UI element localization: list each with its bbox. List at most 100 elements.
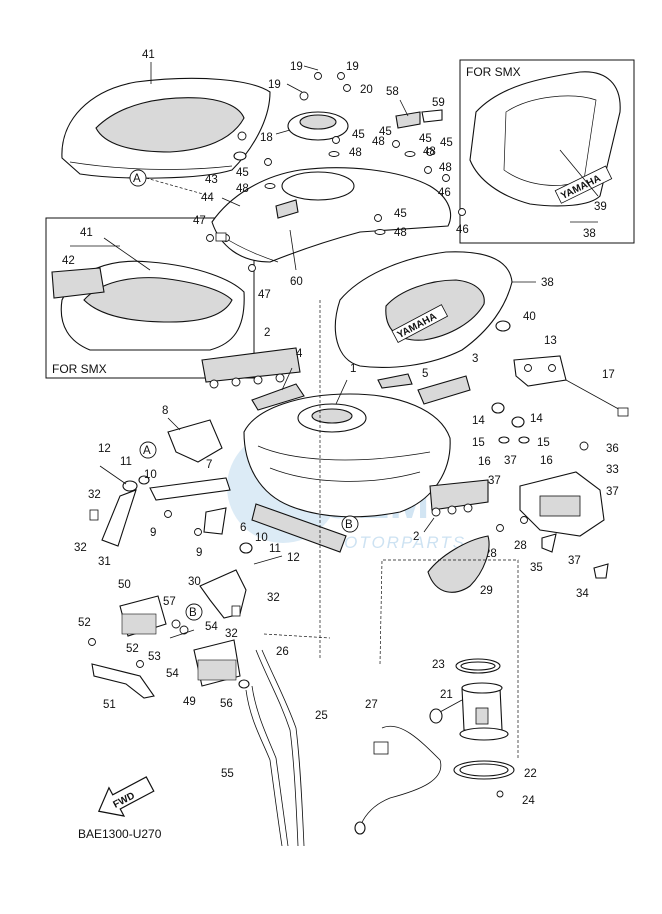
callout-3: 3 [472,353,478,365]
callout-58: 58 [386,86,399,98]
callout-9-a: 9 [150,527,156,539]
callout-52-b: 52 [126,643,139,655]
callout-17: 17 [602,369,615,381]
callout-22: 22 [524,768,537,780]
callout-21: 21 [440,689,453,701]
callout-10-b: 10 [255,532,268,544]
callout-45-c: 45 [379,126,392,138]
callout-41-inset: 41 [80,227,93,239]
callout-7: 7 [206,459,212,471]
inset-smx-cover: FOR SMX YAMAHA 39 38 [459,59,635,244]
for-smx-label-2: FOR SMX [52,362,107,376]
callout-36: 36 [606,443,619,455]
callout-37-b: 37 [606,486,619,498]
callout-5: 5 [422,368,428,380]
callout-32-c: 32 [267,592,280,604]
callout-45-d: 45 [419,133,432,145]
callout-12-b: 12 [287,552,300,564]
side-cover: YAMAHA 38 40 [334,251,554,368]
callout-32-a: 32 [88,489,101,501]
callout-47-a: 47 [193,215,206,227]
callout-46-a: 46 [438,187,451,199]
rear-bracket: 13 17 14 14 15 15 16 37 16 33 36 37 37 3… [472,335,629,600]
callout-9-b: 9 [196,547,202,559]
tank-cover-fasteners: 58 59 45 48 48 45 45 48 45 48 46 45 48 4… [328,86,469,239]
fuel-pump-assembly: 23 21 22 24 27 [354,559,537,835]
callout-37-c: 37 [488,475,501,487]
callout-40: 40 [523,311,536,323]
callout-48-e: 48 [439,162,452,174]
callout-52-a: 52 [78,617,91,629]
callout-48-b: 48 [349,147,362,159]
callout-45-a: 45 [236,167,249,179]
callout-6: 6 [240,522,246,534]
callout-48-f: 48 [394,227,407,239]
callout-2-b: 2 [413,531,419,543]
callout-44: 44 [201,192,214,204]
tank-top-cover: 44 60 [201,167,452,288]
callout-12-a: 12 [98,443,111,455]
mount-brackets: 8 A 7 31 12 11 10 32 32 9 9 10 11 12 30 … [74,405,359,640]
ref-marker-a-1: A [133,173,141,185]
watermark-sub: MOTORPARTS [328,533,466,552]
callout-45-e: 45 [440,137,453,149]
callout-25: 25 [315,710,328,722]
callout-11-b: 11 [269,543,281,555]
callout-29: 29 [480,585,493,597]
callout-32-b: 32 [74,542,87,554]
inset-smx-seat: FOR SMX 41 42 [45,217,255,379]
callout-24: 24 [522,795,535,807]
callout-45-f: 45 [394,208,407,220]
callout-30: 30 [188,576,201,588]
callout-41: 41 [142,49,155,61]
callout-11-a: 11 [120,456,132,468]
ref-marker-b-1: B [345,519,353,531]
callout-34: 34 [576,588,589,600]
callout-8: 8 [162,405,168,417]
callout-19-a: 19 [290,61,303,73]
callout-19-b: 19 [346,61,359,73]
canister-assembly: 50 51 52 52 53 57 B 54 54 49 56 55 25 26 [78,300,331,847]
callout-43: 43 [205,174,218,186]
seat-cover: 41 [61,49,271,179]
callout-16-b: 16 [540,455,553,467]
callout-35: 35 [530,562,543,574]
callout-15-a: 15 [472,437,485,449]
callout-37-a: 37 [504,455,517,467]
callout-51: 51 [103,699,116,711]
callout-14-b: 14 [530,413,543,425]
callout-23: 23 [432,659,445,671]
lower-cover: 29 [427,535,493,597]
callout-1: 1 [350,363,356,375]
callout-46-b: 46 [456,224,469,236]
ref-marker-b-2: B [189,607,197,619]
tank-bracket-parts: 2 4 5 3 [201,327,478,411]
callout-13: 13 [544,335,557,347]
diagram-code: BAE1300-U270 [78,827,162,841]
fuel-tank: 1 6 2 [240,363,489,553]
callout-54-b: 54 [166,668,179,680]
callout-45-b: 45 [352,129,365,141]
callout-2-a: 2 [264,327,270,339]
callout-48-a: 48 [236,183,249,195]
callout-38: 38 [541,277,554,289]
callout-54-a: 54 [205,621,218,633]
callout-26: 26 [276,646,289,658]
callout-56: 56 [220,698,233,710]
for-smx-label-1: FOR SMX [466,65,521,79]
callout-15-b: 15 [537,437,550,449]
seat-fasteners: 43 45 48 47 47 A [129,151,276,301]
callout-50: 50 [118,579,131,591]
callout-33: 33 [606,464,619,476]
callout-14-a: 14 [472,415,485,427]
callout-57: 57 [163,596,176,608]
callout-28-b: 28 [514,540,527,552]
callout-31: 31 [98,556,111,568]
callout-39: 39 [594,201,607,213]
fuel-cap: 19 19 19 20 18 [260,61,373,144]
callout-42: 42 [62,255,75,267]
callout-37-d: 37 [568,555,581,567]
callout-27: 27 [365,699,378,711]
callout-48-c: 48 [372,136,385,148]
callout-16-a: 16 [478,456,491,468]
